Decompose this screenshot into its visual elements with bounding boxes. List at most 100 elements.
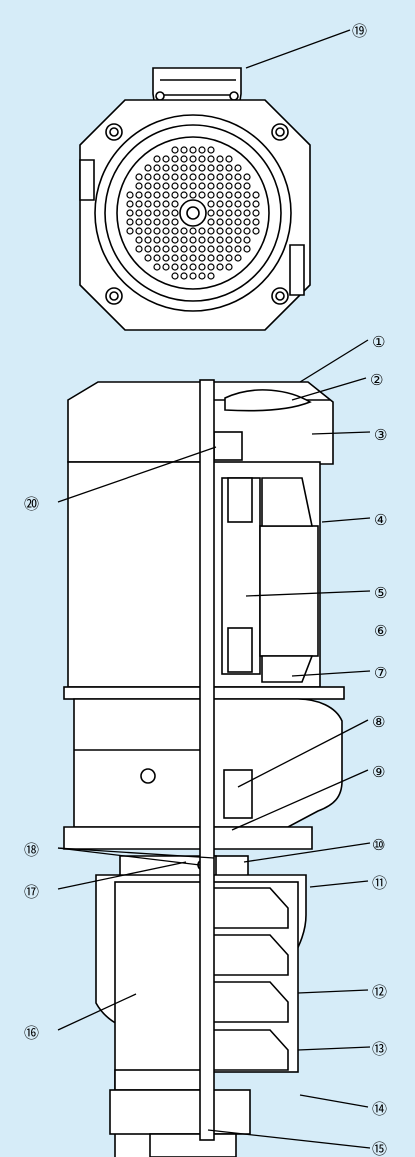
grill-hole bbox=[207, 209, 215, 217]
grill-hole bbox=[153, 200, 161, 208]
grill-hole bbox=[171, 200, 179, 208]
callout-8: ⑧ bbox=[372, 713, 385, 731]
grill-hole bbox=[243, 173, 251, 181]
grill-hole bbox=[216, 218, 224, 226]
grill-hole bbox=[171, 164, 179, 172]
callout-9: ⑨ bbox=[372, 763, 385, 781]
grill-hole bbox=[225, 200, 233, 208]
grill-hole bbox=[252, 209, 260, 217]
grill-hole bbox=[162, 245, 170, 253]
grill-hole bbox=[153, 236, 161, 244]
grill-hole bbox=[243, 191, 251, 199]
grill-hole bbox=[144, 227, 152, 235]
grill-hole bbox=[162, 254, 170, 262]
grill-hole bbox=[171, 191, 179, 199]
grill-hole bbox=[207, 272, 215, 280]
grill-hole bbox=[207, 218, 215, 226]
grill-hole bbox=[162, 236, 170, 244]
grill-hole bbox=[252, 191, 260, 199]
grill-hole bbox=[225, 191, 233, 199]
grill-hole bbox=[180, 254, 188, 262]
grill-hole bbox=[207, 173, 215, 181]
grill-hole bbox=[162, 218, 170, 226]
grill-hole bbox=[162, 227, 170, 235]
grill-hole bbox=[171, 245, 179, 253]
grill-hole bbox=[144, 236, 152, 244]
grill-hole bbox=[144, 182, 152, 190]
grill-hole bbox=[198, 236, 206, 244]
grill-hole bbox=[234, 191, 242, 199]
leader-lines bbox=[57, 29, 371, 1149]
grill-hole bbox=[225, 182, 233, 190]
grill-hole bbox=[216, 254, 224, 262]
callout-6: ⑥ bbox=[374, 622, 387, 640]
grill-hole bbox=[207, 155, 215, 163]
grill-hole bbox=[252, 218, 260, 226]
grill-hole bbox=[207, 191, 215, 199]
grill-hole bbox=[216, 200, 224, 208]
grill-hole bbox=[243, 245, 251, 253]
grill-hole bbox=[189, 272, 197, 280]
grill-hole bbox=[225, 236, 233, 244]
grill-hole bbox=[234, 173, 242, 181]
grill-hole bbox=[153, 191, 161, 199]
grill-hole bbox=[180, 155, 188, 163]
grill-hole bbox=[225, 164, 233, 172]
grill-hole bbox=[180, 182, 188, 190]
grill-hole bbox=[189, 236, 197, 244]
grill-hole bbox=[207, 263, 215, 271]
motor-section bbox=[63, 379, 345, 1157]
grill-hole bbox=[153, 227, 161, 235]
grill-hole bbox=[225, 218, 233, 226]
grill-hole bbox=[243, 236, 251, 244]
grill-hole bbox=[198, 155, 206, 163]
grill-hole bbox=[162, 263, 170, 271]
grill-hole bbox=[135, 182, 143, 190]
grill-hole bbox=[126, 227, 134, 235]
grill-hole bbox=[144, 191, 152, 199]
grill-hole bbox=[234, 200, 242, 208]
grill-hole bbox=[252, 200, 260, 208]
grill-hole bbox=[189, 173, 197, 181]
grill-hole bbox=[198, 272, 206, 280]
fan-cover-grill bbox=[126, 146, 260, 280]
grill-hole bbox=[162, 182, 170, 190]
grill-hole bbox=[153, 245, 161, 253]
grill-hole bbox=[207, 146, 215, 154]
grill-hole bbox=[207, 182, 215, 190]
grill-hole bbox=[198, 173, 206, 181]
grill-hole bbox=[207, 227, 215, 235]
grill-hole bbox=[171, 173, 179, 181]
grill-hole bbox=[234, 164, 242, 172]
grill-hole bbox=[153, 218, 161, 226]
grill-hole bbox=[189, 191, 197, 199]
grill-hole bbox=[135, 227, 143, 235]
grill-hole bbox=[216, 155, 224, 163]
grill-hole bbox=[135, 218, 143, 226]
grill-hole bbox=[180, 236, 188, 244]
grill-hole bbox=[153, 182, 161, 190]
grill-hole bbox=[171, 182, 179, 190]
grill-hole bbox=[180, 245, 188, 253]
grill-hole bbox=[216, 173, 224, 181]
grill-hole bbox=[234, 227, 242, 235]
grill-hole bbox=[234, 218, 242, 226]
callout-2: ② bbox=[370, 371, 383, 389]
grill-hole bbox=[189, 263, 197, 271]
grill-hole bbox=[144, 218, 152, 226]
grill-hole bbox=[225, 155, 233, 163]
grill-hole bbox=[171, 146, 179, 154]
callout-3: ③ bbox=[374, 426, 387, 444]
grill-hole bbox=[189, 227, 197, 235]
grill-hole bbox=[189, 164, 197, 172]
grill-hole bbox=[171, 218, 179, 226]
grill-hole bbox=[153, 263, 161, 271]
grill-hole bbox=[216, 227, 224, 235]
grill-hole bbox=[171, 263, 179, 271]
grill-hole bbox=[207, 254, 215, 262]
grill-hole bbox=[135, 173, 143, 181]
grill-hole bbox=[216, 245, 224, 253]
grill-hole bbox=[234, 254, 242, 262]
grill-hole bbox=[198, 227, 206, 235]
grill-hole bbox=[225, 263, 233, 271]
